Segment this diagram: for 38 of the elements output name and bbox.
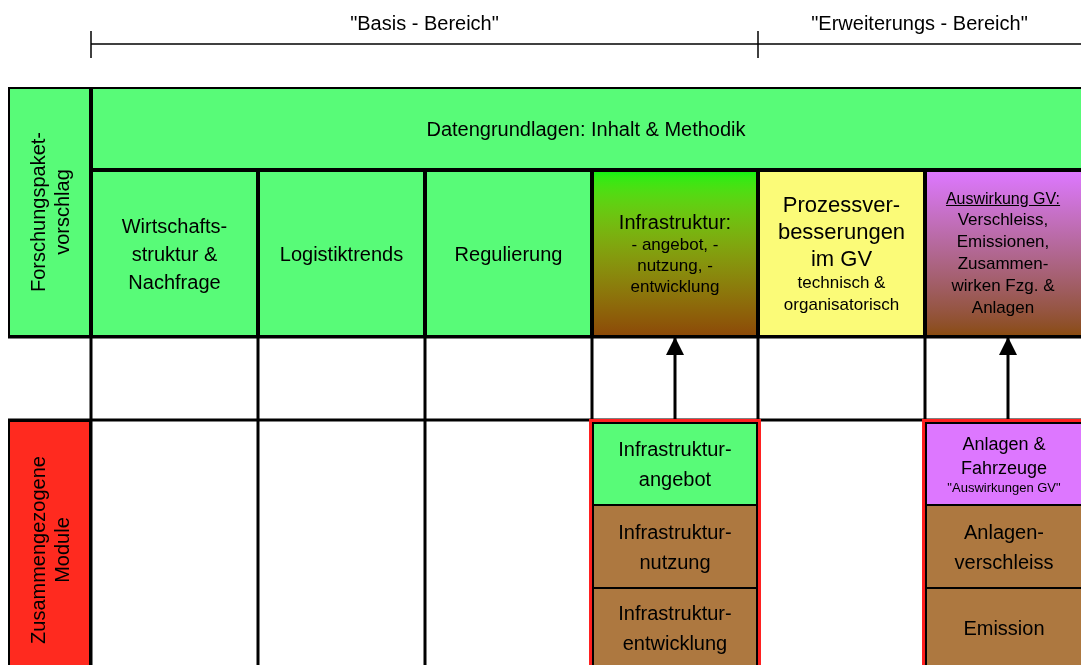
row-header-cell: [8, 420, 91, 665]
module-cell: [594, 589, 756, 665]
module-group-frame: [589, 419, 761, 665]
module-label: Emission: [963, 616, 1045, 641]
module-cell: [594, 424, 756, 506]
category-cell: [258, 170, 425, 337]
category-cell: [425, 170, 592, 337]
row-header-cell: [8, 87, 91, 337]
module-label: Infrastruktur- entwicklung: [617, 601, 733, 656]
header-band: [91, 87, 1081, 170]
module-cell: [594, 506, 756, 589]
row-header-label: Zusammengezogene Module: [25, 455, 74, 646]
module-group-frame: [922, 419, 1081, 665]
category-label: Verschleiss, Emissionen, Zusammen- wirken Fzg. & Anlagen: [950, 208, 1056, 319]
module-label: Anlagen & Fahrzeuge: [959, 433, 1049, 480]
arrow: [666, 337, 684, 419]
category-heading: Auswirkung GV:: [945, 188, 1061, 209]
row-header-label: Forschungspaket- vorschlag: [25, 130, 74, 295]
module-cell: [927, 589, 1081, 665]
arrow: [999, 337, 1017, 419]
category-heading: Prozessver- besserungen im GV: [776, 191, 907, 272]
header-label: Datengrundlagen: Inhalt & Methodik: [426, 116, 747, 142]
category-cell: [91, 170, 258, 337]
category-label: Logistiktrends: [279, 241, 404, 267]
category-cell: [758, 170, 925, 337]
category-label: Regulierung: [454, 241, 563, 267]
module-cell: [927, 424, 1081, 506]
module-label: Infrastruktur- angebot: [617, 437, 733, 492]
category-heading: Infrastruktur:: [618, 210, 732, 234]
module-cell: [927, 506, 1081, 589]
category-label: technisch & organisatorisch: [782, 272, 901, 316]
module-label: Infrastruktur- nutzung: [617, 519, 733, 575]
category-label: Wirtschafts- struktur & Nachfrage: [120, 213, 229, 295]
module-label: Anlagen- verschleiss: [953, 519, 1055, 575]
category-label: - angebot, -nutzung, -entwicklung: [629, 234, 721, 297]
category-cell: [925, 170, 1081, 337]
category-cell: [592, 170, 758, 337]
module-sublabel: "Auswirkungen GV": [947, 480, 1061, 496]
